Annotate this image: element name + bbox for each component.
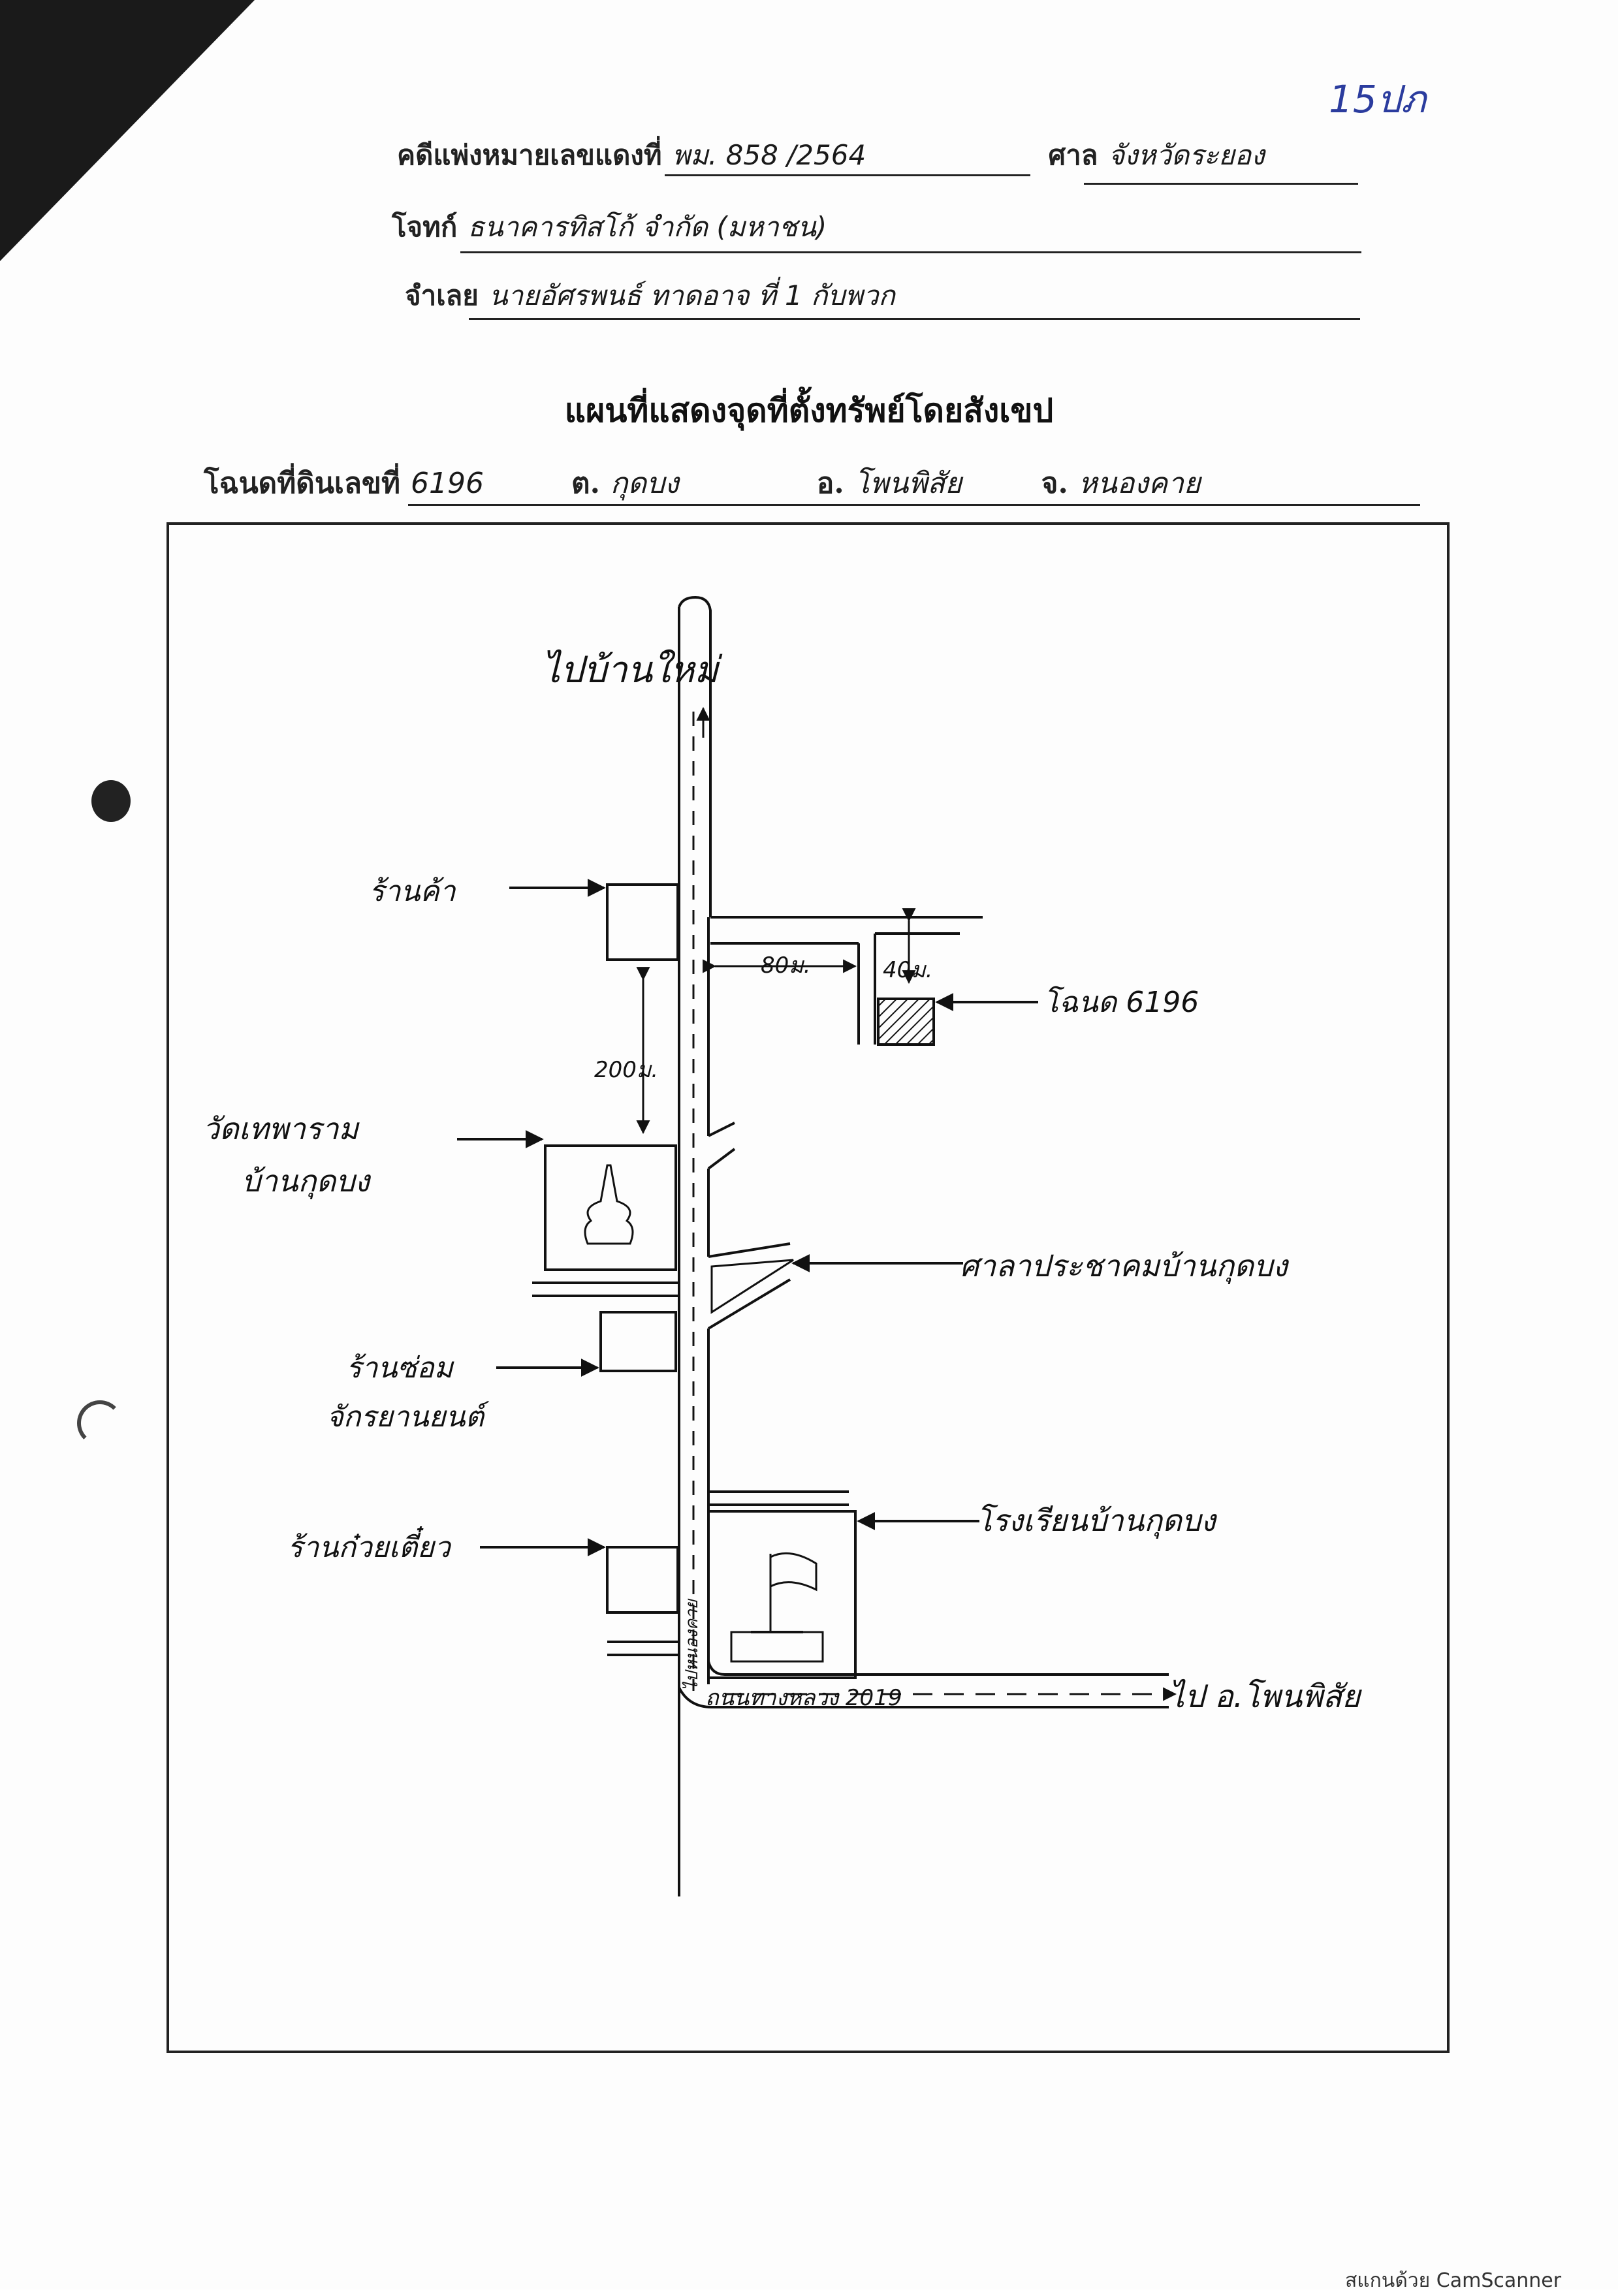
deed-number: 6196 [411, 467, 484, 500]
defendant-row: จำเลย นายอัศรพนธ์ ทาดอาจ ที่ 1 กับพวก [405, 274, 1348, 317]
map-frame [167, 522, 1450, 2053]
shop-building [606, 883, 679, 961]
case-value: พม. 858 /2564 [672, 139, 866, 171]
plaintiff-underline [460, 251, 1361, 253]
plaintiff-value: ธนาคารทิสโก้ จำกัด (มหาชน) [468, 211, 827, 243]
stupa-icon [584, 1164, 634, 1245]
amphoe-label: อ. [816, 467, 844, 500]
label-temple-line2: บ้านกุดบง [242, 1163, 372, 1199]
defendant-value: นายอัศรพนธ์ ทาดอาจ ที่ 1 กับพวก [488, 279, 895, 311]
map-title: แผนที่แสดงจุดที่ตั้งทรัพย์โดยสังเขป [564, 391, 1054, 430]
tambon-label: ต. [571, 467, 600, 500]
label-to-east: ไป อ.โพนพิสัย [1169, 1678, 1362, 1715]
plaintiff-label: โจทก์ [392, 211, 458, 243]
flag-icon [769, 1552, 817, 1592]
case-underline [665, 174, 1030, 176]
label-repair-line1: ร้านซ่อม [346, 1351, 454, 1385]
scanner-watermark: สแกนด้วย CamScanner [1345, 2269, 1562, 2292]
defendant-label: จำเลย [405, 279, 479, 311]
deed-label: โฉนดที่ดินเลขที่ [204, 467, 400, 500]
case-label: คดีแพ่งหมายเลขแดงที่ [397, 139, 662, 171]
case-row: คดีแพ่งหมายเลขแดงที่ พม. 858 /2564 ศาล จังห… [397, 134, 1393, 177]
label-highway: ถนนทางหลวง 2019 [705, 1685, 902, 1711]
label-temple-line1: วัดเทพาราม [202, 1111, 360, 1146]
deed-underline [408, 504, 1420, 506]
label-noodle: ร้านก๋วยเตี๋ยว [287, 1526, 452, 1564]
label-shop: ร้านค้า [369, 875, 456, 908]
label-deed: โฉนด 6196 [1043, 986, 1199, 1019]
deed-parcel [877, 998, 935, 1046]
court-value: จังหวัดระยอง [1108, 139, 1265, 171]
label-dist-80: 80ม. [761, 952, 810, 979]
label-repair-line2: จักรยานยนต์ [326, 1400, 490, 1434]
folded-corner [0, 0, 255, 261]
plaintiff-row: โจทก์ ธนาคารทิสโก้ จำกัด (มหาชน) [392, 206, 1327, 249]
temple-compound [544, 1144, 677, 1271]
label-dist-200: 200ม. [594, 1057, 658, 1083]
defendant-underline [469, 318, 1360, 320]
province-label: จ. [1041, 467, 1068, 500]
noodle-shop-building [606, 1546, 679, 1614]
label-to-north: ไปบ้านใหม่ [542, 649, 723, 691]
main-road-left-edge [678, 595, 712, 917]
repair-shop-building [599, 1311, 677, 1372]
label-school: โรงเรียนบ้านกุดบง [976, 1503, 1218, 1539]
label-road-vertical: ไปหนองคาย [682, 1598, 702, 1691]
punch-hole-top [91, 780, 131, 822]
deed-row: โฉนดที่ดินเลขที่ 6196 ต. กุดบง อ. โพนพิสัย จ. ห… [204, 460, 1350, 506]
province-value: หนองคาย [1078, 467, 1201, 500]
tambon-value: กุดบง [610, 467, 679, 500]
label-dist-40: 40ม. [883, 957, 932, 983]
page-number: 15ปภ [1329, 77, 1426, 121]
school-compound [707, 1510, 857, 1679]
punch-hole-bottom [77, 1400, 123, 1446]
amphoe-value: โพนพิสัย [854, 467, 962, 500]
court-label: ศาล [1048, 139, 1098, 171]
court-underline [1084, 183, 1358, 185]
label-sala: ศาลาประชาคมบ้านกุดบง [960, 1248, 1290, 1284]
flag-base [730, 1631, 824, 1663]
sala-building [710, 1259, 794, 1314]
